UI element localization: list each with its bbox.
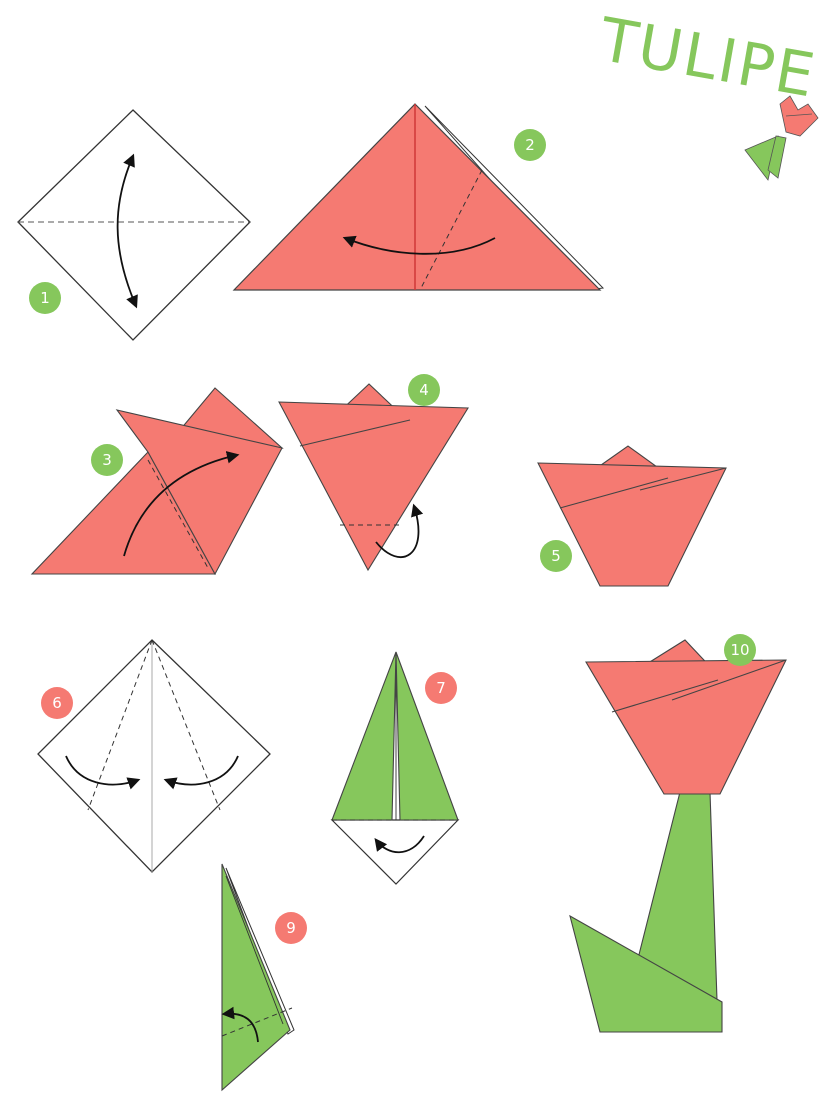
step-number: 2 <box>525 136 535 154</box>
step-badge-10: 10 <box>724 634 756 666</box>
step-badge-4: 4 <box>408 374 440 406</box>
step-4-figure <box>279 384 468 570</box>
step-3-figure <box>32 388 282 574</box>
step-badge-1: 1 <box>29 282 61 314</box>
step-badge-3: 3 <box>91 444 123 476</box>
step-badge-7: 7 <box>425 672 457 704</box>
step-number: 5 <box>551 547 561 565</box>
step-number: 10 <box>730 641 749 659</box>
step-badge-5: 5 <box>540 540 572 572</box>
step-badge-2: 2 <box>514 129 546 161</box>
step-number: 3 <box>102 451 112 469</box>
step-number: 9 <box>286 919 296 937</box>
step-badge-6: 6 <box>41 687 73 719</box>
step-number: 4 <box>419 381 429 399</box>
step-10-figure <box>570 640 786 1032</box>
title-group: TULIPE <box>594 5 822 180</box>
page-title: TULIPE <box>594 5 822 112</box>
step-number: 7 <box>436 679 446 697</box>
title-tulip-icon <box>745 96 818 180</box>
step-2-figure <box>234 104 603 290</box>
step-9-figure <box>222 864 294 1090</box>
step-badge-9: 9 <box>275 912 307 944</box>
step-number: 1 <box>40 289 50 307</box>
step-number: 6 <box>52 694 62 712</box>
step-6-figure <box>38 640 270 872</box>
